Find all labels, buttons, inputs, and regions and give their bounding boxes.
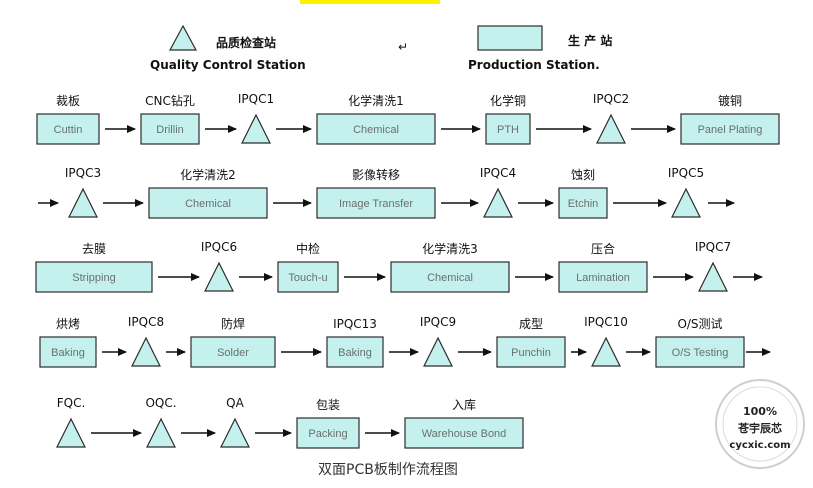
qc-station-triangle xyxy=(204,261,234,292)
qc-station-triangle xyxy=(241,113,271,144)
production-station-box xyxy=(680,113,780,145)
production-station-label: IPQC13 xyxy=(333,317,377,331)
production-station-box xyxy=(36,113,100,145)
watermark-percent: 100% xyxy=(743,405,777,418)
production-station-text: Chemical xyxy=(353,124,399,136)
qc-station-label: IPQC2 xyxy=(593,92,629,106)
production-station-text: Punchin xyxy=(511,347,551,359)
production-station-text: Chemical xyxy=(427,272,473,284)
production-station-label: O/S测试 xyxy=(677,316,722,331)
production-station-label: 压合 xyxy=(591,241,615,256)
production-station-label: 防焊 xyxy=(221,316,245,331)
qc-station-triangle xyxy=(131,336,161,367)
production-station-label: CNC钻孔 xyxy=(145,93,195,108)
qc-station-triangle xyxy=(423,336,453,367)
production-station-label: 中检 xyxy=(296,241,320,256)
production-station-label: 成型 xyxy=(519,317,543,331)
watermark-name: 苍宇辰芯 xyxy=(737,421,782,435)
production-station-box xyxy=(404,417,524,449)
qc-station-triangle xyxy=(596,113,626,144)
production-station-box xyxy=(277,261,339,293)
production-station-label: 去膜 xyxy=(82,242,106,256)
legend: 品质检查站 Quality Control Station ↵ 生 产 站 Pr… xyxy=(150,24,612,72)
production-station-text: Panel Plating xyxy=(698,124,763,136)
qc-station-label: FQC. xyxy=(57,396,86,410)
production-station-label: 化学铜 xyxy=(490,93,526,108)
production-station-box xyxy=(316,113,436,145)
production-station-text: Solder xyxy=(217,347,249,359)
production-station-text: Packing xyxy=(308,428,347,440)
production-station-box xyxy=(496,336,566,368)
qc-station-triangle xyxy=(220,417,250,448)
qc-station-label: IPQC4 xyxy=(480,166,516,180)
production-station-box xyxy=(35,261,153,293)
qc-station-label: IPQC8 xyxy=(128,315,164,329)
qc-station-triangle xyxy=(483,187,513,218)
production-station-label: 裁板 xyxy=(56,94,80,108)
qc-station-label: IPQC1 xyxy=(238,92,274,106)
top-highlight-bar xyxy=(300,0,440,4)
production-station-box xyxy=(140,113,200,145)
legend-qc-triangle xyxy=(168,24,198,51)
qc-station-label: IPQC3 xyxy=(65,166,101,180)
production-station-text: Touch-u xyxy=(288,272,327,284)
production-station-box xyxy=(148,187,268,219)
legend-qc-label-cn: 品质检查站 xyxy=(216,35,276,50)
legend-prod-label-en: Production Station. xyxy=(468,58,600,72)
production-station-label: 镀铜 xyxy=(718,93,742,108)
qc-station-label: QA xyxy=(226,396,244,410)
production-station-text: Image Transfer xyxy=(339,198,413,210)
production-station-text: Drillin xyxy=(156,124,184,136)
qc-station-triangle xyxy=(56,417,86,448)
qc-station-triangle xyxy=(671,187,701,218)
qc-station-triangle xyxy=(146,417,176,448)
qc-station-label: IPQC9 xyxy=(420,315,456,329)
qc-station-label: OQC. xyxy=(145,396,176,410)
production-station-label: 烘烤 xyxy=(56,316,80,331)
watermark-site: cycxic.com xyxy=(729,440,790,451)
production-station-label: 包装 xyxy=(316,398,340,412)
production-station-label: 影像转移 xyxy=(352,167,400,182)
production-station-text: Baking xyxy=(51,347,85,359)
production-station-box xyxy=(655,336,745,368)
production-station-box xyxy=(558,261,648,293)
production-station-label: 化学清洗3 xyxy=(422,241,478,256)
qc-station-triangle xyxy=(68,187,98,218)
production-station-box xyxy=(190,336,276,368)
production-station-label: 化学清洗2 xyxy=(180,167,236,182)
production-station-label: 蚀刻 xyxy=(571,168,595,182)
production-station-box xyxy=(316,187,436,219)
production-station-text: O/S Testing xyxy=(672,347,729,359)
production-station-text: Warehouse Bond xyxy=(422,428,507,440)
legend-return-mark: ↵ xyxy=(398,40,408,54)
production-station-text: Baking xyxy=(338,347,372,359)
production-station-text: Stripping xyxy=(72,272,115,284)
legend-production-box xyxy=(477,25,543,51)
production-station-box xyxy=(296,417,360,449)
production-station-text: Chemical xyxy=(185,198,231,210)
watermark-stamp: 100% 苍宇辰芯 cycxic.com xyxy=(715,379,805,469)
production-station-box xyxy=(326,336,384,368)
qc-station-triangle xyxy=(698,261,728,292)
qc-station-label: IPQC6 xyxy=(201,240,237,254)
production-station-box xyxy=(558,187,608,219)
qc-station-label: IPQC10 xyxy=(584,315,628,329)
diagram-caption: 双面PCB板制作流程图 xyxy=(318,462,458,478)
legend-prod-label-cn: 生 产 站 xyxy=(568,33,612,48)
legend-qc-label-en: Quality Control Station xyxy=(150,58,306,72)
production-station-text: Etchin xyxy=(568,198,599,210)
production-station-box xyxy=(485,113,531,145)
production-station-text: Cuttin xyxy=(54,124,83,136)
qc-station-label: IPQC7 xyxy=(695,240,731,254)
qc-station-triangle xyxy=(591,336,621,367)
production-station-box xyxy=(390,261,510,293)
production-station-text: PTH xyxy=(497,124,519,136)
production-station-text: Lamination xyxy=(576,272,630,284)
production-station-label: 化学清洗1 xyxy=(348,93,404,108)
qc-station-label: IPQC5 xyxy=(668,166,704,180)
production-station-label: 入库 xyxy=(452,397,476,412)
production-station-box xyxy=(39,336,97,368)
